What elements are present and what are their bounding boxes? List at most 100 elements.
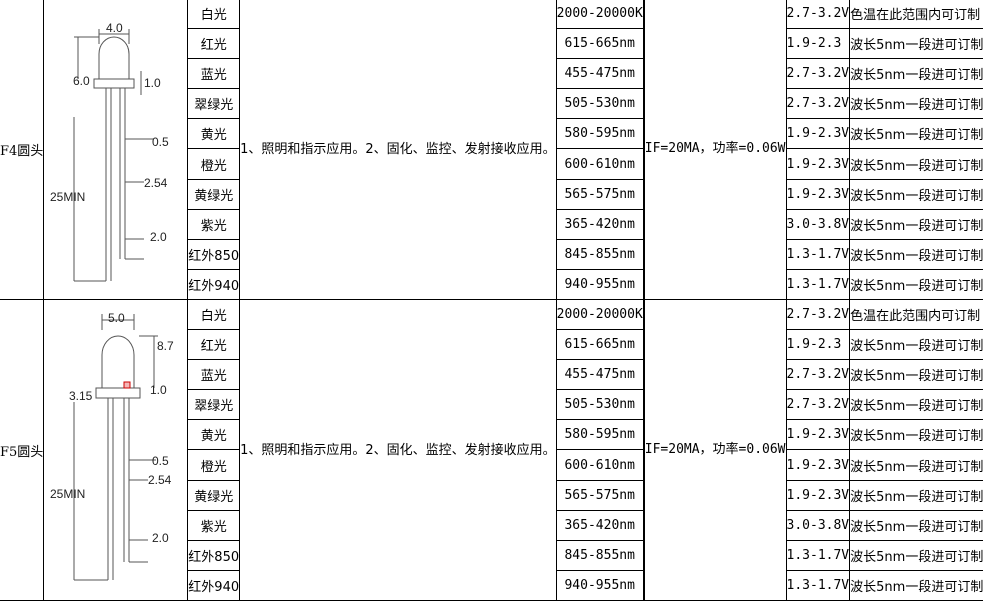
customization-note: 波长5nm一段进可订制 (849, 118, 983, 150)
customization-note: 波长5nm一段进可订制 (849, 148, 983, 180)
color-swatch (642, 238, 645, 270)
customization-note: 波长5nm一段进可订制 (849, 268, 983, 301)
wavelength-range: 455-475nm (555, 58, 644, 90)
model-name: F5圆头 (0, 299, 45, 601)
customization-note: 波长5nm一段进可订制 (849, 28, 983, 60)
customization-note: 波长5nm一段进可订制 (849, 389, 983, 421)
customization-note: 波长5nm一段进可订制 (849, 449, 983, 481)
led-outline (73, 29, 155, 282)
color-name: 黄绿光 (187, 479, 241, 511)
wavelength-range: 565-575nm (555, 178, 644, 210)
customization-note: 波长5nm一段进可订制 (849, 88, 983, 120)
customization-note: 波长5nm一段进可订制 (849, 238, 983, 270)
application-text: 1、照明和指示应用。2、固化、监控、发射接收应用。 (239, 0, 557, 300)
forward-voltage: 1.9-2.3V (785, 178, 851, 210)
customization-note: 波长5nm一段进可订制 (849, 178, 983, 210)
color-name: 蓝光 (187, 58, 241, 90)
color-swatch (642, 479, 645, 511)
dim-lead-gap-label: 0.5 (152, 454, 169, 468)
wavelength-range: 600-610nm (555, 148, 644, 180)
dim-lead-length-label: 25MIN (50, 190, 85, 204)
wavelength-range: 580-595nm (555, 118, 644, 150)
color-swatch (642, 88, 645, 120)
forward-voltage: 3.0-3.8V (785, 509, 851, 541)
forward-voltage: 1.3-1.7V (785, 539, 851, 571)
wavelength-range: 600-610nm (555, 449, 644, 481)
color-name: 橙光 (187, 449, 241, 481)
customization-note: 色温在此范围内可订制 (849, 298, 983, 331)
customization-note: 波长5nm一段进可订制 (849, 329, 983, 361)
forward-voltage: 1.9-2.3V (785, 148, 851, 180)
forward-voltage: 2.7-3.2V (785, 58, 851, 90)
wavelength-range: 565-575nm (555, 479, 644, 511)
application-text: 1、照明和指示应用。2、固化、监控、发射接收应用。 (239, 299, 557, 601)
color-swatch (642, 509, 645, 541)
customization-note: 波长5nm一段进可订制 (849, 359, 983, 391)
color-name: 翠绿光 (187, 88, 241, 120)
dim-lead-offset-label: 2.0 (152, 531, 169, 545)
dim-height-label: 8.7 (157, 339, 174, 353)
dim-flange-label: 1.0 (150, 383, 167, 397)
wavelength-range: 505-530nm (555, 389, 644, 421)
wavelength-range: 2000-20000K (555, 298, 644, 331)
customization-note: 波长5nm一段进可订制 (849, 419, 983, 451)
color-name: 紫光 (187, 208, 241, 240)
dim-width-label: 4.0 (106, 21, 123, 35)
forward-voltage: 1.9-2.3V (785, 419, 851, 451)
color-name: 红外940 (187, 569, 241, 601)
color-swatch (642, 178, 645, 210)
color-name: 翠绿光 (187, 389, 241, 421)
wavelength-range: 940-955nm (555, 268, 644, 301)
forward-voltage: 1.9-2.3 (785, 28, 851, 60)
forward-voltage: 1.9-2.3V (785, 449, 851, 481)
forward-voltage: 3.0-3.8V (785, 208, 851, 240)
forward-voltage: 1.3-1.7V (785, 268, 851, 301)
model-name: F4圆头 (0, 0, 45, 300)
forward-voltage: 2.7-3.2V (785, 88, 851, 120)
color-name: 红光 (187, 28, 241, 60)
color-name: 黄光 (187, 118, 241, 150)
color-name: 白光 (187, 0, 241, 30)
color-name: 红外850 (187, 238, 241, 270)
wavelength-range: 365-420nm (555, 509, 644, 541)
forward-voltage: 2.7-3.2V (785, 0, 851, 30)
color-swatch (642, 359, 645, 391)
drive-parameters: IF=20MA，功率=0.06W (643, 299, 787, 601)
led-outline (73, 314, 159, 581)
dim-rim-label: 3.15 (69, 389, 93, 403)
color-name: 红外940 (187, 268, 241, 301)
color-name: 红外850 (187, 539, 241, 571)
wavelength-range: 2000-20000K (555, 0, 644, 30)
customization-note: 波长5nm一段进可订制 (849, 58, 983, 90)
customization-note: 波长5nm一段进可订制 (849, 208, 983, 240)
dim-height-label: 6.0 (73, 74, 90, 88)
wavelength-range: 580-595nm (555, 419, 644, 451)
color-name: 紫光 (187, 509, 241, 541)
wavelength-range: 845-855nm (555, 539, 644, 571)
dim-lead-gap-label: 0.5 (152, 135, 169, 149)
wavelength-range: 365-420nm (555, 208, 644, 240)
forward-voltage: 2.7-3.2V (785, 389, 851, 421)
customization-note: 波长5nm一段进可订制 (849, 479, 983, 511)
forward-voltage: 1.3-1.7V (785, 569, 851, 601)
color-name: 蓝光 (187, 359, 241, 391)
color-name: 橙光 (187, 148, 241, 180)
customization-note: 色温在此范围内可订制 (849, 0, 983, 30)
dim-flange-label: 1.0 (144, 76, 161, 90)
